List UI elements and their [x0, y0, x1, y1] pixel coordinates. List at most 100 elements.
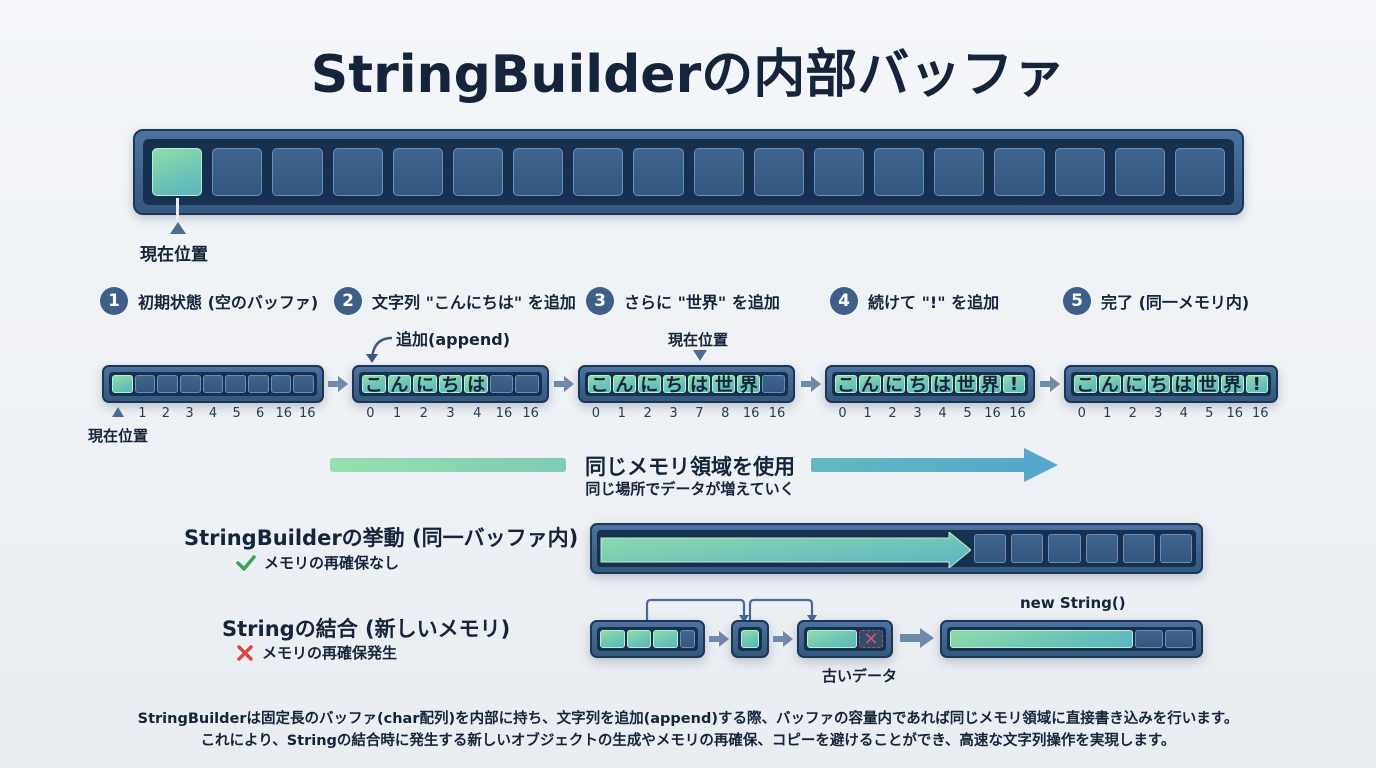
top-current-position-label: 現在位置: [140, 245, 208, 265]
buffer-index: 16: [984, 406, 1001, 421]
buffer-cell: [134, 375, 156, 393]
buffer-cell: は: [931, 375, 953, 396]
buffer-cell: [741, 630, 759, 648]
buffer-cell: [874, 148, 925, 196]
buffer-index: 5: [1205, 406, 1214, 421]
buffer-cell: 界: [737, 375, 761, 396]
buffer-cell: [1114, 148, 1165, 196]
buffer-index: 7: [695, 406, 704, 421]
flow-arrow-icon: [801, 376, 821, 392]
buffer-index: 5: [963, 406, 972, 421]
buffer-cell: [270, 375, 292, 393]
buffer-cell: [807, 630, 858, 648]
old-data-label: 古いデータ: [822, 667, 898, 685]
buffer-index: 1: [617, 406, 626, 421]
buffer-cell: こ: [835, 375, 857, 396]
string-concat-title: Stringの結合 (新しいメモリ): [222, 617, 511, 641]
buffer-cell: [489, 375, 514, 393]
buffer-cell: [1054, 148, 1105, 196]
buffer-cell: ん: [612, 375, 636, 396]
buffer-index: 0: [366, 406, 375, 421]
buffer-index: 0: [1077, 406, 1086, 421]
buffer-cell: こ: [362, 375, 386, 396]
buffer-cell: [180, 375, 201, 393]
step-2-badge: 2: [334, 287, 362, 315]
step-1-buffer: [102, 365, 324, 403]
buffer-index: 16: [299, 406, 316, 421]
buffer-index: 1: [1103, 406, 1112, 421]
buffer-index: 4: [473, 406, 482, 421]
footer-line-2: これにより、Stringの結合時に発生する新しいオブジェクトの生成やメモリの再確…: [200, 733, 1176, 749]
step-4-buffer: こんにちは世界!: [825, 365, 1035, 403]
buffer-index: 1: [392, 406, 402, 421]
buffer-cell: [693, 148, 744, 196]
buffer-cell: [753, 148, 804, 196]
buffer-cell: [225, 375, 247, 393]
stringbuilder-note-text: メモリの再確保なし: [264, 554, 400, 572]
step-1-badge: 1: [100, 287, 128, 315]
buffer-cell: ん: [859, 375, 881, 396]
buffer-cell: [974, 534, 1007, 563]
buffer-cell: [813, 148, 865, 196]
stringbuilder-empty-cells: [974, 534, 1193, 563]
buffer-cell: [994, 148, 1045, 196]
buffer-cell: に: [413, 375, 437, 396]
step-3-title: さらに "世界" を追加: [624, 293, 780, 312]
buffer-index: 6: [256, 406, 265, 421]
buffer-cell: ん: [387, 375, 412, 396]
buffer-cell: ん: [1098, 375, 1121, 396]
flow-arrow-icon: [1040, 376, 1060, 392]
buffer-cell: [1011, 534, 1044, 563]
buffer-cell: !: [1245, 374, 1268, 395]
buffer-cell: に: [1123, 375, 1146, 396]
buffer-index: 5: [232, 406, 241, 421]
flow-arrow-icon: [328, 376, 348, 392]
buffer-cell: [152, 148, 203, 196]
buffer-cell: [112, 375, 133, 393]
string-note-text: メモリの再確保発生: [262, 644, 398, 662]
step-1-header: 1 初期状態 (空のバッファ): [100, 287, 318, 315]
buffer-cell: [293, 375, 315, 393]
buffer-cell: ち: [907, 375, 929, 396]
string-buffer-2: [731, 620, 769, 658]
buffer-index: 16: [275, 406, 292, 421]
buffer-cell: [934, 148, 985, 196]
buffer-index: 1: [863, 406, 872, 421]
buffer-index: 2: [888, 406, 897, 421]
buffer-cell: [1165, 630, 1193, 648]
buffer-cell: は: [464, 375, 488, 396]
step-4-header: 4 続けて "!" を追加: [830, 287, 999, 315]
copy-arrows-icon: [645, 598, 817, 626]
buffer-cell: [1085, 534, 1118, 563]
buffer-cell: [212, 148, 263, 196]
same-memory-sublabel: 同じ場所でデータが増えていく: [585, 480, 795, 498]
same-memory-label: 同じメモリ領域を使用: [585, 455, 795, 479]
buffer-index: 16: [522, 406, 539, 421]
stringbuilder-behavior-note: メモリの再確保なし: [236, 552, 399, 573]
stringbuilder-buffer: [590, 523, 1203, 574]
buffer-index: 0: [591, 406, 601, 421]
step-2-title: 文字列 "こんにちは" を追加: [372, 293, 576, 312]
buffer-cell: [653, 630, 678, 648]
buffer-index: 4: [938, 406, 947, 421]
top-buffer: [133, 129, 1244, 215]
flow-arrow-icon: [554, 376, 574, 392]
buffer-cell: [392, 148, 443, 196]
same-memory-arrow-icon: [330, 448, 1058, 482]
buffer-index: 16: [1009, 406, 1026, 421]
footer-line-1: StringBuilderは固定長のバッファ(char配列)を内部に持ち、文字列…: [137, 711, 1239, 727]
buffer-index: 16: [495, 406, 513, 421]
stringbuilder-fill-arrow: [600, 532, 971, 568]
buffer-index: 16: [742, 406, 760, 421]
buffer-cell: 世: [712, 375, 736, 396]
buffer-cell: [626, 630, 651, 648]
string-buffer-3: ✕: [797, 620, 893, 658]
buffer-cell: [157, 375, 179, 393]
step-2-header: 2 文字列 "こんにちは" を追加: [334, 287, 576, 315]
buffer-index: 16: [1251, 406, 1269, 421]
buffer-cell: [513, 148, 564, 196]
step-4-title: 続けて "!" を追加: [868, 293, 1000, 312]
buffer-index: 2: [419, 406, 428, 421]
buffer-index: 2: [643, 406, 652, 421]
